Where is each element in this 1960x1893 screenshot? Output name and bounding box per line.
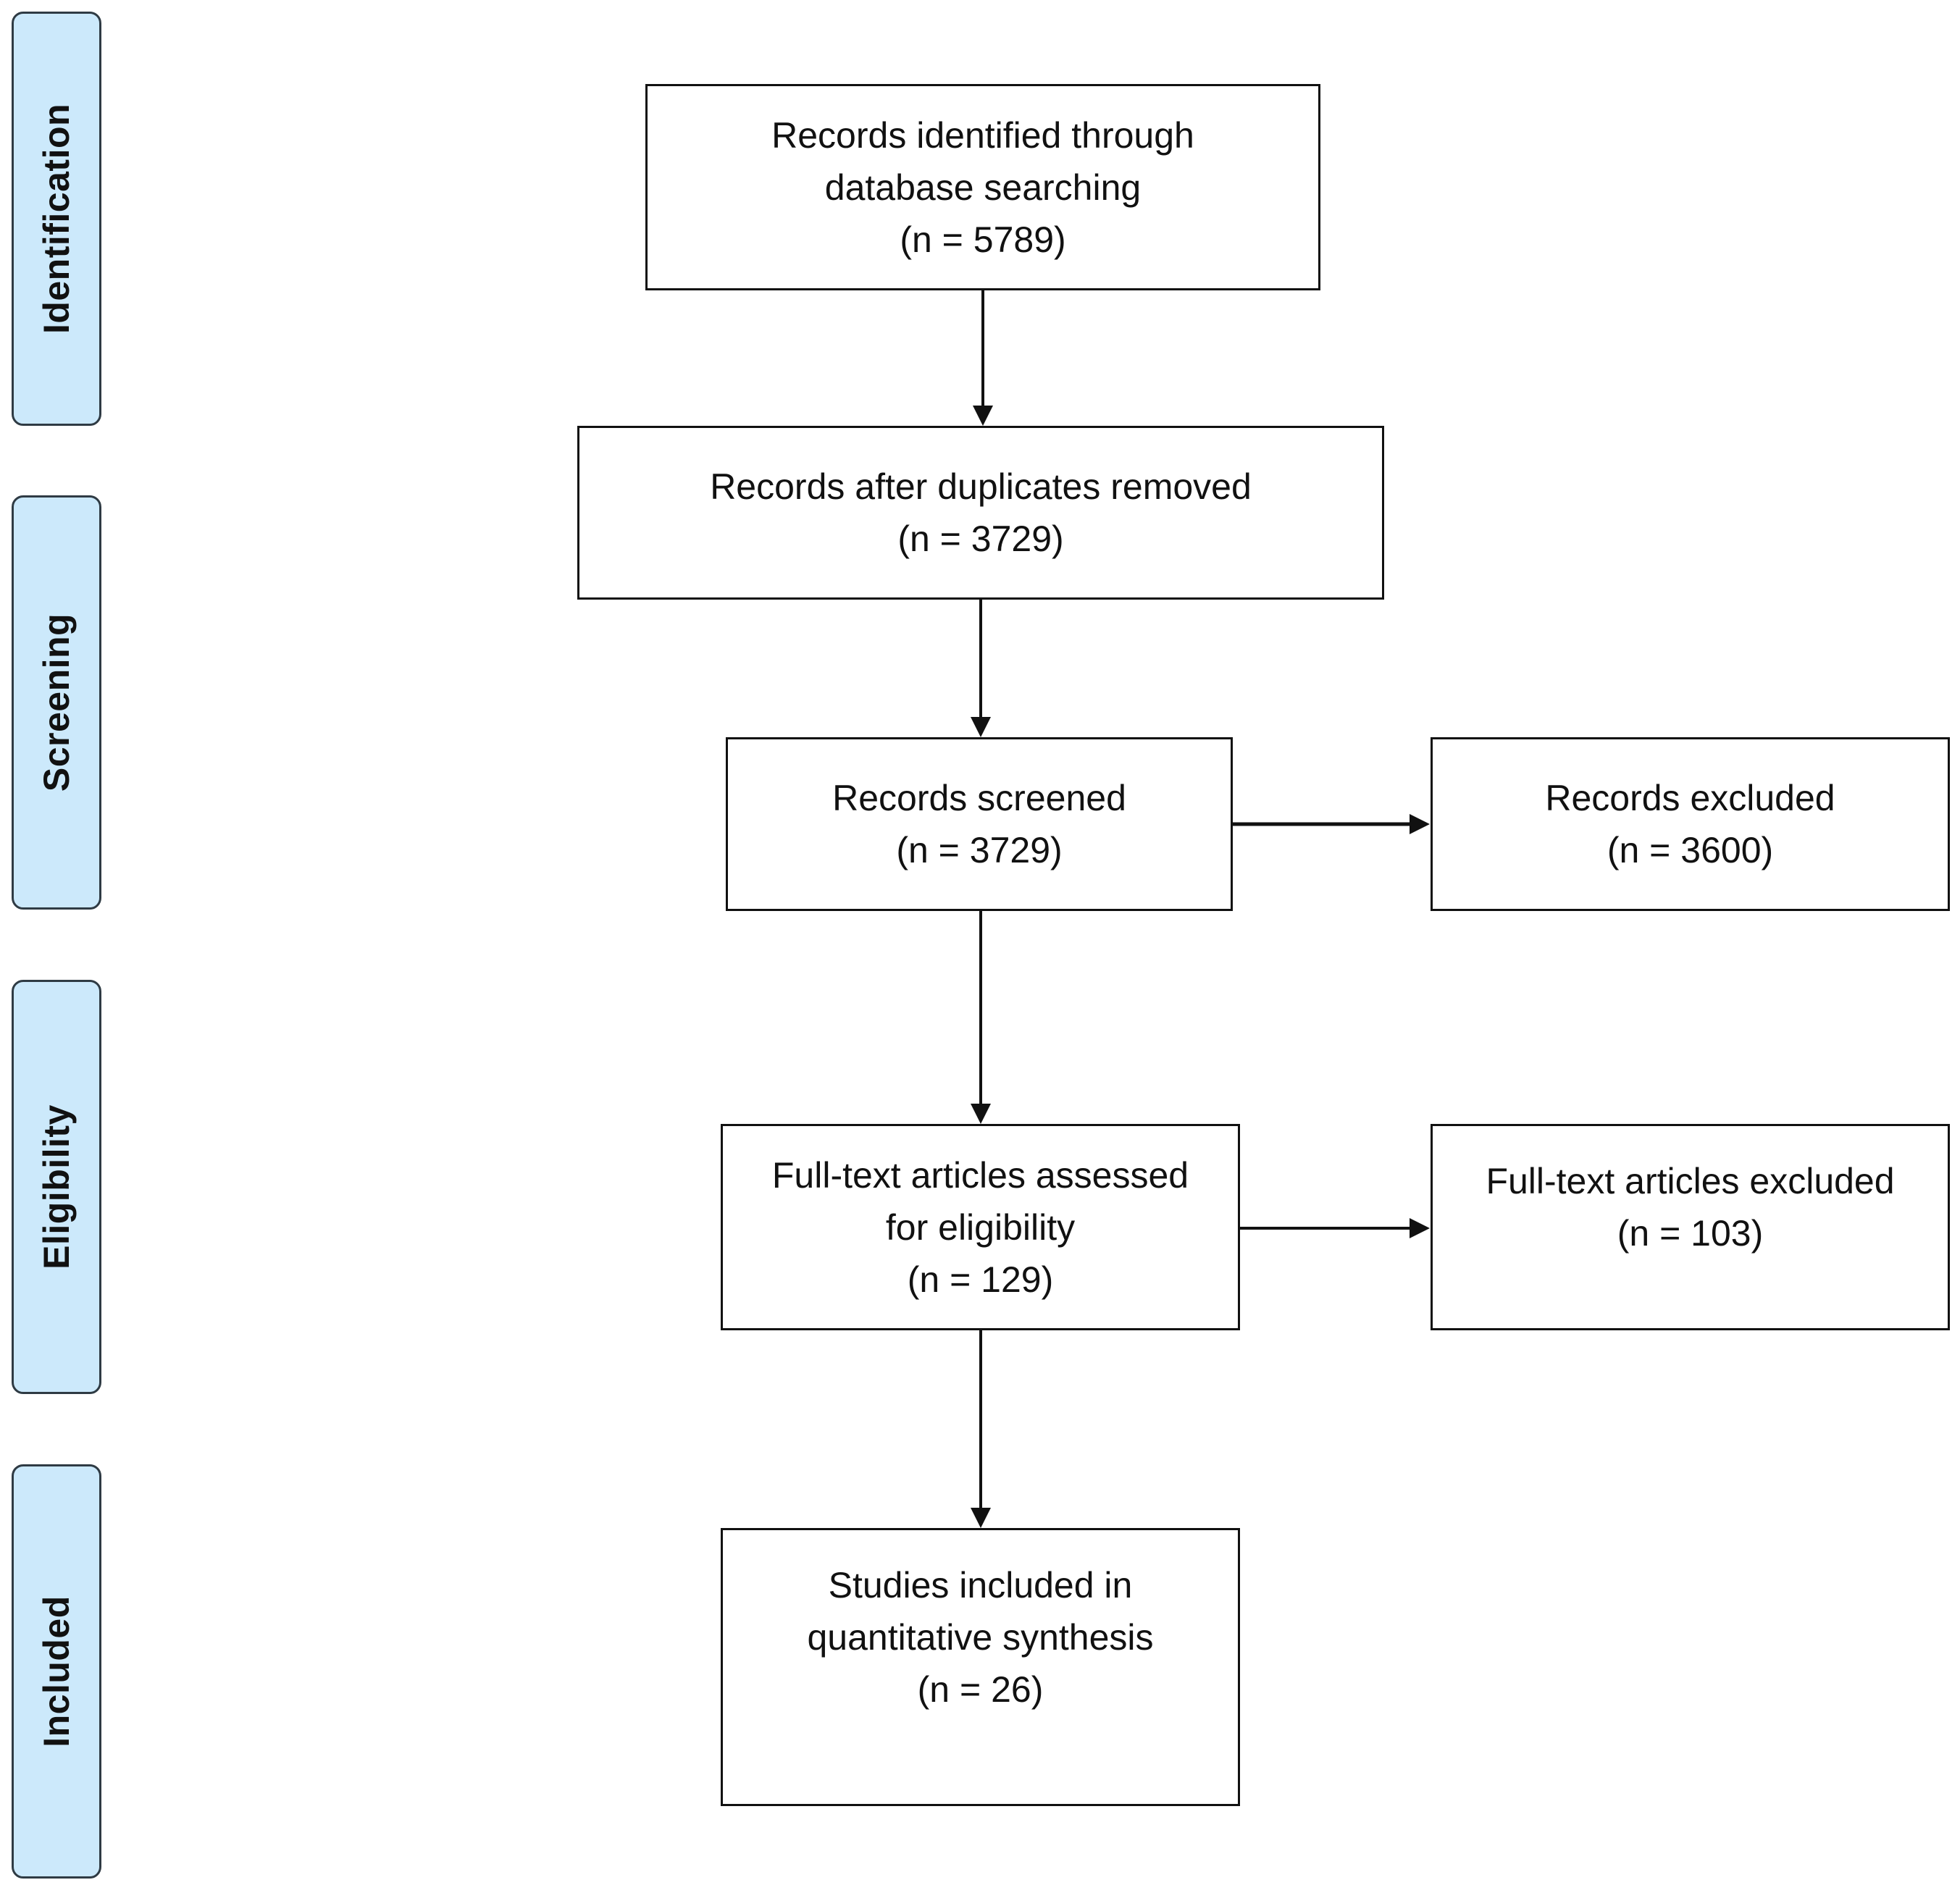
records-excluded-line1: Records excluded — [1545, 778, 1835, 818]
studies-included-line2: quantitative synthesis — [807, 1617, 1154, 1658]
box-records-excluded: Records excluded (n = 3600) — [1431, 737, 1950, 911]
box-records-screened: Records screened (n = 3729) — [726, 737, 1233, 911]
arrow-screened-to-excluded — [1233, 814, 1430, 834]
phase-included: Included — [12, 1464, 101, 1879]
box-records-identified: Records identified through database sear… — [645, 84, 1320, 290]
studies-included-count: (n = 26) — [917, 1669, 1044, 1710]
records-excluded-count: (n = 3600) — [1607, 830, 1774, 870]
box-fulltext-assessed: Full-text articles assessed for eligibil… — [721, 1124, 1240, 1330]
arrow-deduplicated-to-screened — [971, 600, 991, 737]
studies-included-line1: Studies included in — [828, 1565, 1133, 1606]
fulltext-assessed-line2: for eligibility — [885, 1206, 1076, 1248]
fulltext-assessed-line1: Full-text articles assessed — [771, 1154, 1189, 1196]
arrow-fulltext-to-included — [971, 1330, 991, 1528]
box-records-after-duplicates: Records after duplicates removed (n = 37… — [577, 426, 1384, 600]
box-fulltext-excluded: Full-text articles excluded (n = 103) — [1431, 1124, 1950, 1330]
records-after-duplicates-count: (n = 3729) — [897, 519, 1064, 559]
arrow-screened-to-fulltext — [971, 911, 991, 1124]
fulltext-assessed-count: (n = 129) — [907, 1259, 1054, 1300]
records-identified-line2: database searching — [824, 167, 1142, 208]
records-identified-line1: Records identified through — [771, 114, 1194, 156]
records-screened-line1: Records screened — [832, 778, 1126, 818]
fulltext-excluded-count: (n = 103) — [1617, 1213, 1764, 1254]
phase-eligibility: Eligibility — [12, 980, 101, 1394]
phase-screening: Screening — [12, 495, 101, 910]
records-screened-count: (n = 3729) — [896, 830, 1063, 870]
phase-identification: Identification — [12, 12, 101, 426]
fulltext-excluded-line1: Full-text articles excluded — [1486, 1161, 1895, 1201]
arrow-fulltext-to-fulltext-excluded — [1240, 1218, 1430, 1238]
records-after-duplicates-line1: Records after duplicates removed — [710, 466, 1252, 507]
records-identified-count: (n = 5789) — [900, 219, 1066, 260]
arrow-identified-to-deduplicated — [973, 290, 993, 426]
box-studies-included: Studies included in quantitative synthes… — [721, 1528, 1240, 1806]
